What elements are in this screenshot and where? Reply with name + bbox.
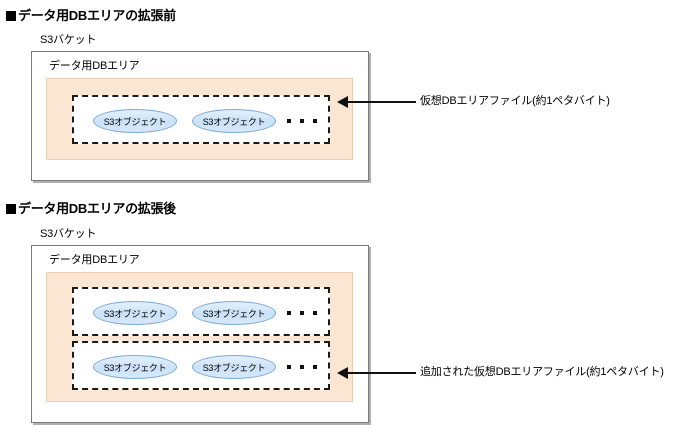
- s3-object: S3オブジェクト: [192, 109, 276, 133]
- db-area-label-before: データ用DBエリア: [49, 60, 140, 72]
- callout-arrowhead-after: [337, 367, 348, 379]
- callout-text-after: 追加された仮想DBエリアファイル(約1ペタバイト): [420, 366, 664, 378]
- bucket-label-before: S3バケット: [40, 34, 97, 46]
- callout-text-before: 仮想DBエリアファイル(約1ペタバイト): [420, 95, 610, 107]
- db-area-label-after: データ用DBエリア: [49, 254, 140, 266]
- section-heading-after-text: データ用DBエリアの拡張後: [18, 201, 176, 216]
- callout-arrowhead-before: [337, 96, 348, 108]
- heading-bullet-icon: [6, 11, 16, 21]
- ellipsis-dots: [287, 311, 317, 315]
- callout-line-after: [348, 372, 416, 374]
- heading-bullet-icon: [6, 204, 16, 214]
- s3-bucket-box-after: データ用DBエリア S3オブジェクト S3オブジェクト S3オブジェクト S3オ…: [31, 245, 369, 423]
- virtual-db-file-box-before-1: S3オブジェクト S3オブジェクト: [72, 95, 330, 144]
- db-area-box-before: S3オブジェクト S3オブジェクト: [46, 78, 353, 160]
- virtual-db-file-box-after-1: S3オブジェクト S3オブジェクト: [72, 287, 330, 336]
- bucket-label-after: S3バケット: [40, 228, 97, 240]
- ellipsis-dots: [287, 119, 317, 123]
- section-heading-before-text: データ用DBエリアの拡張前: [18, 8, 176, 23]
- s3-object: S3オブジェクト: [93, 301, 177, 325]
- ellipsis-dots: [287, 365, 317, 369]
- s3-bucket-box-before: データ用DBエリア S3オブジェクト S3オブジェクト: [31, 51, 369, 181]
- db-area-box-after: S3オブジェクト S3オブジェクト S3オブジェクト S3オブジェクト: [46, 272, 353, 402]
- s3-object: S3オブジェクト: [192, 355, 276, 379]
- s3-object: S3オブジェクト: [93, 109, 177, 133]
- s3-object: S3オブジェクト: [93, 355, 177, 379]
- section-heading-after: データ用DBエリアの拡張後: [6, 201, 176, 217]
- s3-object: S3オブジェクト: [192, 301, 276, 325]
- callout-line-before: [348, 101, 416, 103]
- virtual-db-file-box-after-2: S3オブジェクト S3オブジェクト: [72, 341, 330, 390]
- section-heading-before: データ用DBエリアの拡張前: [6, 8, 176, 24]
